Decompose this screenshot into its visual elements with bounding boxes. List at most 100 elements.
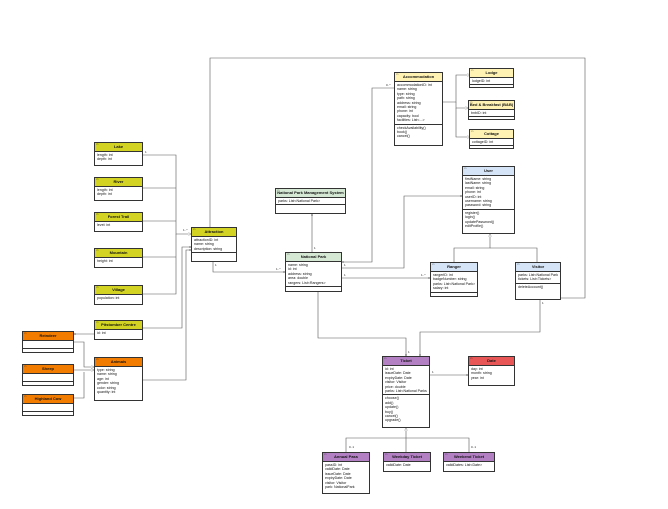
class-visitor[interactable]: ▭ Visitor parks: List<National Parks> ti… [515, 262, 561, 300]
class-cottage[interactable]: ▭ Cottage cottageID: int [469, 129, 514, 149]
class-village[interactable]: ▭ Village population: int [94, 285, 143, 305]
method: login() [465, 215, 475, 220]
methods [469, 117, 514, 122]
class-attraction[interactable]: ▭ Attraction attractionID: int name: str… [191, 227, 237, 262]
class-title: Weekend Ticket [453, 454, 485, 459]
class-sheep[interactable]: ▭ Sheep [22, 364, 74, 386]
attribute: description: string [194, 246, 223, 251]
multiplicity-label: 1 [432, 370, 434, 374]
class-weekend-ticket[interactable]: ▭ Weekend Ticket validDates: List<Date> [443, 452, 495, 472]
methods [431, 293, 477, 298]
multiplicity-label: 0..* [386, 83, 391, 87]
attributes: population: int [95, 295, 142, 301]
attribute: attractionID: int [194, 238, 219, 242]
class-forest-trail[interactable]: ▭ Forest Trail level: int [94, 212, 143, 232]
attribute: visitor: Visitor [385, 380, 407, 385]
attribute: length: int [97, 188, 113, 192]
class-user[interactable]: ▭ User firstName: string lastName: strin… [462, 166, 515, 234]
class-date[interactable]: ▭ Date day: int month: string year: int [468, 356, 515, 386]
line-accom-bnb [455, 102, 468, 108]
class-title: National Park Management System [277, 190, 344, 195]
attribute: tickets: List<Tickets> [518, 277, 552, 282]
class-river[interactable]: ▭ River length: int depth: int [94, 177, 143, 201]
class-icon: ▭ [471, 69, 474, 72]
multiplicity-label: 1..* [183, 228, 188, 232]
attribute: facilities: List<...> [397, 118, 425, 123]
attributes: bnbID: int [469, 110, 514, 118]
class-animals[interactable]: ▭ Animals type: string name: string age:… [94, 357, 143, 401]
class-national-park[interactable]: ▭ National Park name: string id: int add… [285, 252, 342, 292]
attribute: expiryDate: Date [385, 375, 412, 380]
class-weekday-ticket[interactable]: ▭ Weekday Ticket validDate: Date [383, 452, 431, 472]
attributes: length: int depth: int [95, 152, 142, 163]
class-ticket[interactable]: ▭ Ticket id: int issueDate: Date expiryD… [382, 356, 430, 428]
class-highland-cow[interactable]: ▭ Highland Cow [22, 394, 74, 416]
class-accommodation[interactable]: ▭ Accommodation accommodationID: int nam… [394, 72, 443, 146]
class-title: Highland Cow [34, 396, 62, 401]
attribute: accommodationID: int [397, 83, 432, 87]
method: editProfile() [465, 224, 484, 229]
attribute: password: string [465, 203, 492, 208]
attributes: rangerID: int badgeNumber: string parks:… [431, 272, 477, 293]
methods: deleteAccount() [516, 284, 560, 290]
class-ranger[interactable]: ▭ Ranger rangerID: int badgeNumber: stri… [430, 262, 478, 297]
attribute: firstName: string [465, 177, 492, 181]
class-header: ▭ National Park [286, 253, 341, 262]
class-icon: ▭ [470, 101, 473, 104]
class-header: ▭ Cottage [470, 130, 513, 139]
attributes [23, 341, 73, 349]
class-npms[interactable]: ▭ National Park Management System parks:… [275, 188, 346, 214]
class-header: ▭ Village [95, 286, 142, 295]
multiplicity-label: 1 [314, 246, 316, 250]
line-park-ticket [317, 292, 406, 356]
attributes: validDates: List<Date> [444, 462, 494, 468]
class-lodge[interactable]: ▭ Lodge lodgeID: int [469, 68, 514, 88]
class-annual-pass[interactable]: ▭ Annual Pass passID: int validDate: Dat… [322, 452, 370, 494]
attribute: age: int [97, 376, 109, 381]
method: buy() [385, 409, 394, 414]
attribute: issueDate: Date [325, 471, 351, 476]
methods [23, 382, 73, 389]
class-icon: ▭ [277, 189, 280, 192]
class-header: ▭ Weekday Ticket [384, 453, 430, 462]
class-header: ▭ Forest Trail [95, 213, 142, 222]
class-reindeer[interactable]: ▭ Reindeer [22, 331, 74, 353]
class-header: ▭ User [463, 167, 514, 176]
class-title: Mountain [109, 250, 128, 255]
attribute: address: string [397, 100, 421, 105]
class-icon: ▭ [384, 357, 387, 360]
line-attraction-park [212, 262, 285, 272]
multiplicity-label: 0..1 [349, 445, 355, 449]
attribute: gender: string [97, 381, 119, 386]
class-title: Sheep [41, 366, 54, 371]
attribute: capacity: bool [397, 113, 419, 118]
method: updatePassword() [465, 219, 495, 224]
attributes: day: int month: string year: int [469, 366, 514, 381]
methods: choose() add() update() buy() cancel() u… [383, 395, 429, 423]
class-icon: ▭ [24, 332, 27, 335]
class-icon: ▭ [517, 263, 520, 266]
class-centre[interactable]: ▭ Pitstomber Centre id: int [94, 320, 143, 340]
attributes: cottageID: int [470, 139, 513, 147]
attribute: type: string [97, 368, 115, 372]
class-header: ▭ Sheep [23, 365, 73, 374]
line-accom-park [342, 87, 394, 262]
class-bnb[interactable]: ▭ Bed & Breakfast (B&B) bnbID: int [468, 100, 515, 120]
methods [276, 205, 345, 213]
class-title: User [484, 168, 493, 173]
class-title: Attraction [204, 229, 224, 234]
class-lake[interactable]: ▭ Lake length: int depth: int [94, 142, 143, 166]
class-header: ▭ Highland Cow [23, 395, 73, 404]
class-title: Annual Pass [333, 454, 358, 459]
class-icon: ▭ [96, 321, 99, 324]
class-header: ▭ Bed & Breakfast (B&B) [469, 101, 514, 110]
attributes: id: int issueDate: Date expiryDate: Date… [383, 366, 429, 396]
line-accom-lodge [443, 75, 470, 103]
class-mountain[interactable]: ▭ Mountain height: int [94, 248, 143, 268]
class-icon: ▭ [287, 253, 290, 256]
class-header: ▭ Ticket [383, 357, 429, 366]
multiplicity-label: 1..* [421, 273, 426, 277]
class-header: ▭ Reindeer [23, 332, 73, 341]
attribute: phone: int [397, 109, 413, 114]
